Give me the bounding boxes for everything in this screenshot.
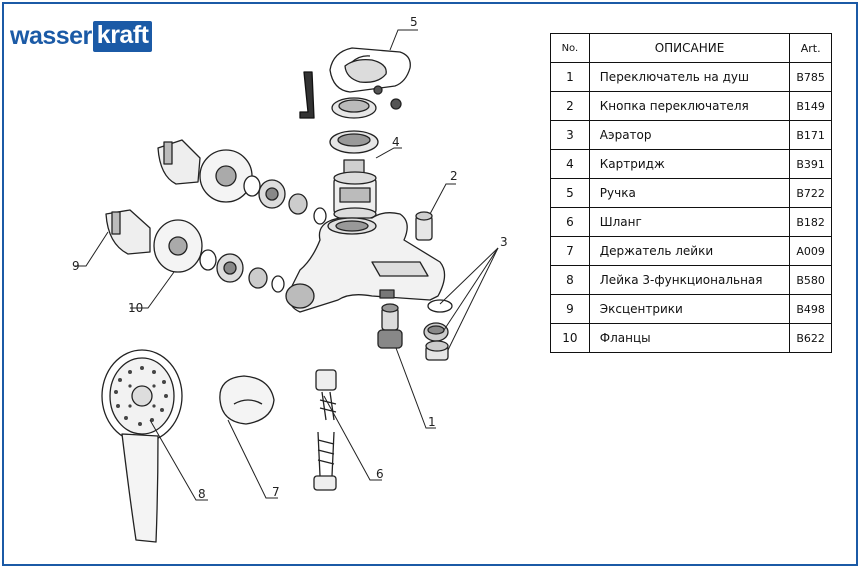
part-diverter-button bbox=[415, 211, 433, 241]
part-mixer-body bbox=[285, 212, 446, 313]
row-no: 2 bbox=[550, 91, 590, 121]
row-desc: Лейка 3-функциональная bbox=[588, 265, 791, 295]
row-art: B622 bbox=[789, 323, 832, 353]
part-hand-shower bbox=[101, 349, 183, 543]
row-art: B171 bbox=[789, 120, 832, 150]
part-handle bbox=[329, 47, 411, 93]
row-no: 10 bbox=[550, 323, 590, 353]
row-no: 9 bbox=[550, 294, 590, 324]
row-desc: Кнопка переключателя bbox=[588, 91, 791, 121]
part-shower-diverter bbox=[377, 303, 403, 349]
callout-1: 1 bbox=[428, 415, 436, 429]
callout-3: 3 bbox=[500, 235, 508, 249]
row-desc: Аэратор bbox=[588, 120, 791, 150]
callout-10: 10 bbox=[128, 301, 143, 315]
row-art: B182 bbox=[789, 207, 832, 237]
row-art: B498 bbox=[789, 294, 832, 324]
row-no: 8 bbox=[550, 265, 590, 295]
row-art: B149 bbox=[789, 91, 832, 121]
row-desc: Картридж bbox=[588, 149, 791, 179]
brand-logo-part2: kraft bbox=[92, 20, 153, 52]
row-desc: Шланг bbox=[588, 207, 791, 237]
row-art: B391 bbox=[789, 149, 832, 179]
part-cartridge bbox=[333, 159, 377, 221]
brand-logo-part1: wasser bbox=[10, 21, 92, 50]
row-art: B785 bbox=[789, 62, 832, 92]
callout-9: 9 bbox=[72, 259, 80, 273]
callout-5: 5 bbox=[410, 15, 418, 29]
header-no: No. bbox=[550, 33, 590, 63]
row-no: 6 bbox=[550, 207, 590, 237]
part-hose bbox=[313, 369, 337, 491]
callout-6: 6 bbox=[376, 467, 384, 481]
row-art: B722 bbox=[789, 178, 832, 208]
row-art: B580 bbox=[789, 265, 832, 295]
callout-2: 2 bbox=[450, 169, 458, 183]
parts-table-header: No. ОПИСАНИЕ Art. bbox=[550, 33, 832, 63]
row-desc: Фланцы bbox=[588, 323, 791, 353]
row-desc: Эксцентрики bbox=[588, 294, 791, 324]
row-art: A009 bbox=[789, 236, 832, 266]
callout-7: 7 bbox=[272, 485, 280, 499]
row-desc: Держатель лейки bbox=[588, 236, 791, 266]
row-desc: Ручка bbox=[588, 178, 791, 208]
callout-4: 4 bbox=[392, 135, 400, 149]
callout-8: 8 bbox=[198, 487, 206, 501]
part-eccentric-upper bbox=[157, 139, 327, 225]
part-shower-holder bbox=[219, 375, 275, 425]
row-desc: Переключатель на душ bbox=[588, 62, 791, 92]
header-desc: ОПИСАНИЕ bbox=[588, 33, 791, 63]
part-eccentric-lower bbox=[105, 209, 285, 293]
row-no: 1 bbox=[550, 62, 590, 92]
row-no: 5 bbox=[550, 178, 590, 208]
header-art: Art. bbox=[789, 33, 832, 63]
part-set-screws bbox=[373, 85, 402, 110]
part-hex-key bbox=[299, 71, 315, 119]
row-no: 4 bbox=[550, 149, 590, 179]
row-no: 3 bbox=[550, 120, 590, 150]
part-aerator bbox=[423, 299, 453, 361]
row-no: 7 bbox=[550, 236, 590, 266]
